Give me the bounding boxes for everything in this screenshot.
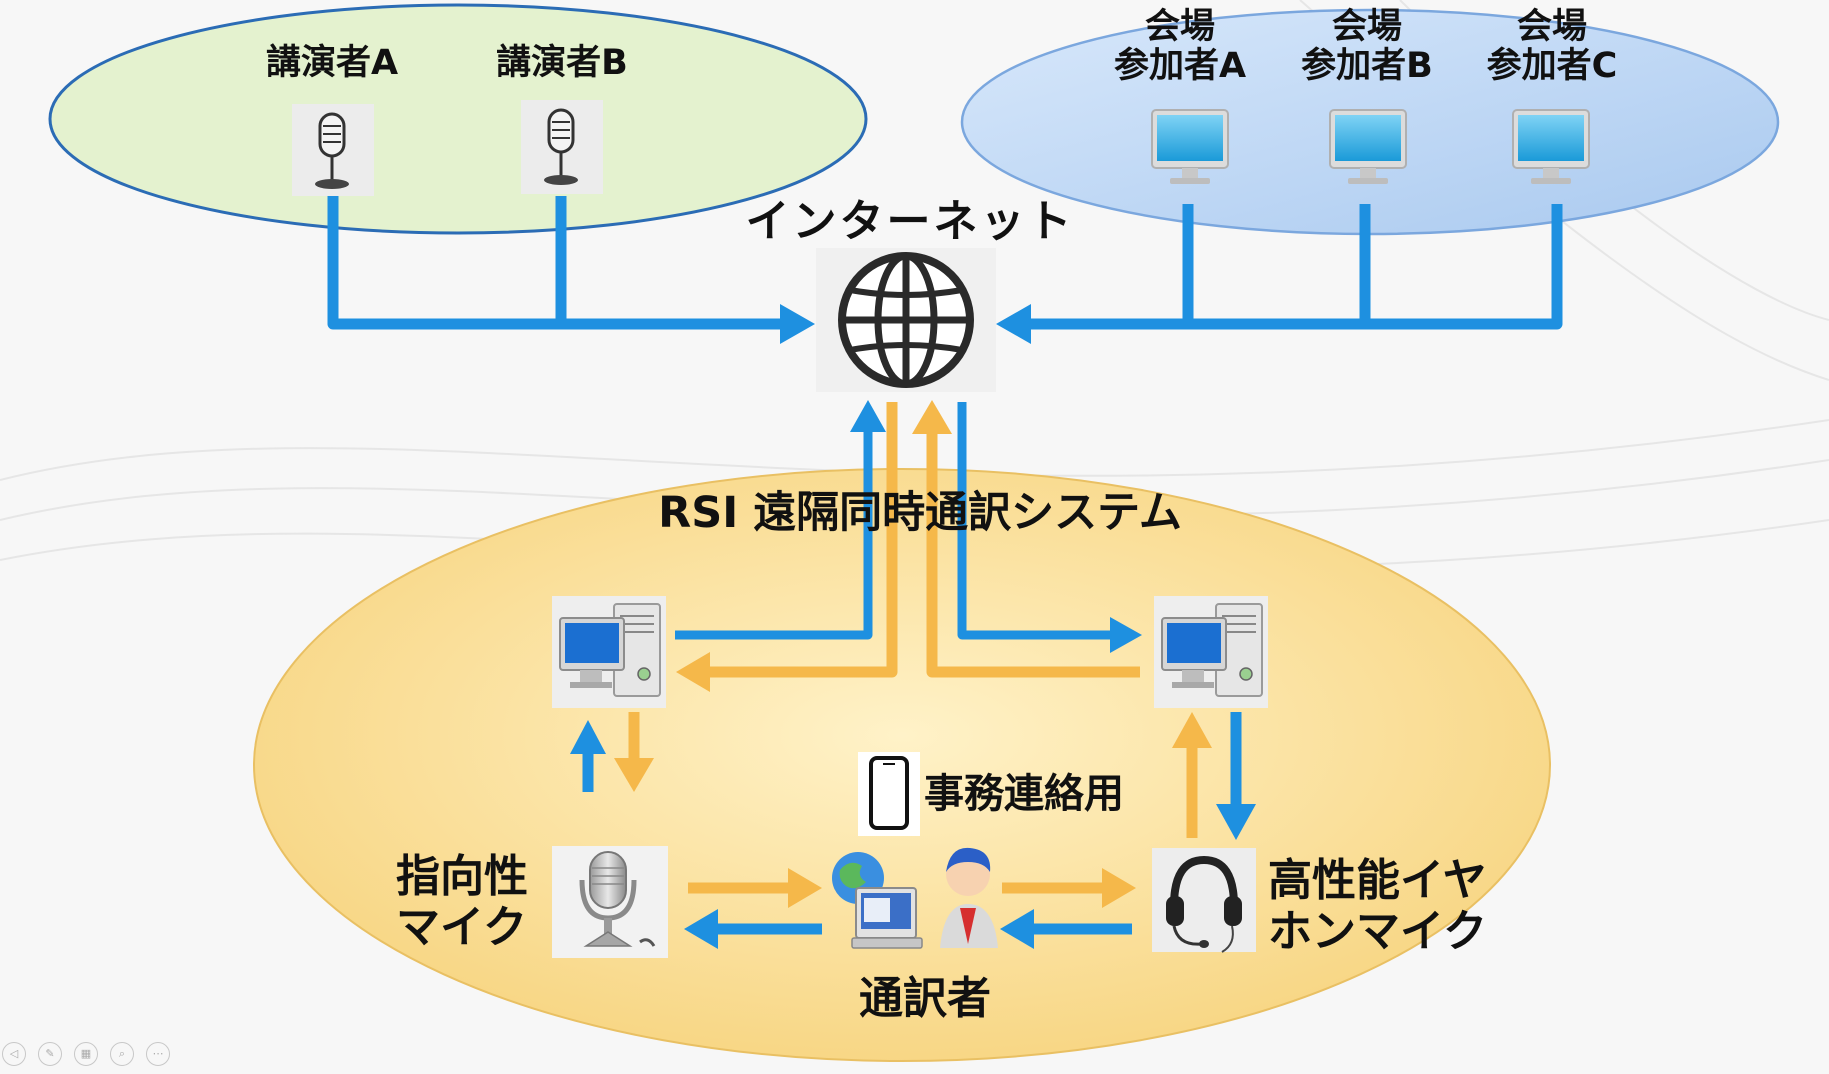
participant-c-label-line2: 参加者C	[1486, 45, 1618, 86]
globe-icon	[816, 248, 996, 392]
system-title: RSI 遠隔同時通訳システム	[658, 488, 1182, 538]
speaker-group-ellipse	[48, 3, 868, 235]
speaker-a-label: 講演者A	[265, 43, 399, 83]
usb-microphone-icon	[552, 846, 668, 958]
mic-label-line1: 指向性	[396, 851, 528, 902]
speaker-b-label: 講演者B	[496, 43, 628, 83]
participant-b-label-line2: 参加者B	[1301, 45, 1433, 86]
slides-grid-icon[interactable]: ▦	[74, 1042, 98, 1066]
participant-a-label-line2: 参加者A	[1113, 45, 1247, 86]
pen-icon[interactable]: ✎	[38, 1042, 62, 1066]
blue-arrowhead-left-interp	[1000, 909, 1034, 949]
mic-label-line2: マイク	[396, 901, 528, 953]
blue-arrowhead-up-mic	[570, 720, 606, 754]
mic-label: 指向性 マイク	[396, 851, 528, 953]
arrow-to-internet-right	[996, 304, 1031, 344]
interpreter-icon	[832, 847, 998, 949]
phone-label: 事務連絡用	[924, 771, 1124, 817]
orange-line-internet-to-left-pc	[708, 402, 898, 678]
participant-a-label-line1: 会場	[1144, 7, 1215, 47]
microphone-icon	[521, 100, 603, 194]
blue-arrowhead-right	[1110, 617, 1142, 653]
previous-slide-icon[interactable]: ◁	[2, 1042, 26, 1066]
participant-b-label-line1: 会場	[1331, 7, 1402, 47]
interpreter-label: 通訳者	[859, 973, 991, 1024]
blue-arrowhead-left-mic	[684, 909, 718, 949]
blue-arrowhead-down-headset	[1216, 804, 1256, 840]
monitor-icon	[1329, 109, 1407, 184]
headset-label-line2: ホンマイク	[1268, 905, 1488, 957]
microphone-icon	[292, 104, 374, 196]
blue-arrowhead-up-left	[850, 400, 886, 432]
orange-arrowhead-up-headset	[1172, 712, 1212, 748]
smartphone-icon	[858, 752, 920, 836]
orange-arrowhead-up	[912, 400, 952, 434]
zoom-icon[interactable]: ⌕	[110, 1042, 134, 1066]
orange-arrowhead-down-mic	[614, 758, 654, 792]
monitor-icon	[1512, 109, 1590, 184]
desktop-pc-icon	[1154, 596, 1268, 708]
internet-label: インターネット	[745, 196, 1075, 247]
monitor-icon	[1151, 109, 1229, 184]
desktop-pc-icon	[552, 596, 666, 708]
blue-line-internet-to-right-pc	[957, 402, 1110, 640]
headset-label: 高性能イヤ ホンマイク	[1268, 855, 1488, 957]
participant-connection-lines	[1018, 204, 1563, 330]
speaker-connection-lines	[327, 196, 793, 330]
headset-label-line1: 高性能イヤ	[1268, 855, 1487, 906]
orange-line-right-pc-to-internet	[926, 432, 1140, 678]
presenter-toolbar: ◁ ✎ ▦ ⌕ ⋯	[0, 1034, 200, 1074]
orange-arrowhead-right-interp	[788, 868, 822, 908]
participant-c-label-line1: 会場	[1516, 7, 1587, 47]
headset-icon	[1152, 848, 1256, 953]
orange-arrowhead-left	[676, 652, 710, 692]
participant-b-label: 会場 参加者B	[1285, 8, 1449, 85]
blue-line-left-pc-to-internet	[675, 430, 873, 640]
more-options-icon[interactable]: ⋯	[146, 1042, 170, 1066]
participant-c-label: 会場 参加者C	[1470, 8, 1634, 85]
participant-a-label: 会場 参加者A	[1098, 8, 1262, 85]
orange-arrowhead-right-headset	[1102, 868, 1136, 908]
arrow-to-internet-left	[780, 304, 815, 344]
